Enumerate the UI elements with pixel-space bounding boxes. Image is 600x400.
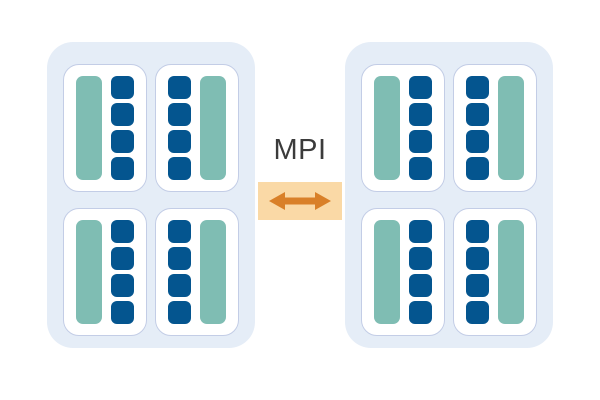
memory-bar <box>200 220 227 324</box>
core-square <box>111 220 135 243</box>
core-stack <box>111 76 135 180</box>
node-card-top-right[interactable] <box>453 64 537 192</box>
core-square <box>409 220 433 243</box>
core-square <box>111 247 135 270</box>
memory-bar <box>75 220 102 324</box>
core-square <box>465 247 489 270</box>
cluster-right[interactable] <box>345 42 553 348</box>
core-square <box>409 76 433 99</box>
memory-bar <box>498 76 525 180</box>
core-square <box>167 103 191 126</box>
core-stack <box>409 220 433 324</box>
core-square <box>465 130 489 153</box>
memory-bar <box>498 220 525 324</box>
node-card-bottom-left[interactable] <box>63 208 147 336</box>
node-card-bottom-left[interactable] <box>361 208 445 336</box>
core-square <box>409 103 433 126</box>
node-card-bottom-right[interactable] <box>155 208 239 336</box>
memory-bar <box>75 76 102 180</box>
core-square <box>409 130 433 153</box>
core-square <box>167 157 191 180</box>
core-stack <box>111 220 135 324</box>
core-square <box>409 247 433 270</box>
node-card-top-right[interactable] <box>155 64 239 192</box>
core-square <box>111 274 135 297</box>
node-card-top-left[interactable] <box>361 64 445 192</box>
double-headed-horizontal-arrow-icon <box>269 192 331 210</box>
core-square <box>465 274 489 297</box>
memory-bar <box>373 220 400 324</box>
core-square <box>111 130 135 153</box>
core-square <box>111 103 135 126</box>
core-square <box>167 220 191 243</box>
node-card-bottom-right[interactable] <box>453 208 537 336</box>
core-stack <box>167 220 191 324</box>
core-square <box>465 220 489 243</box>
core-square <box>465 103 489 126</box>
core-square <box>465 76 489 99</box>
mpi-arrow-box[interactable] <box>258 182 342 220</box>
core-stack <box>409 76 433 180</box>
mpi-label: MPI <box>273 134 327 166</box>
core-square <box>111 157 135 180</box>
core-square <box>167 301 191 324</box>
core-square <box>409 301 433 324</box>
core-square <box>409 157 433 180</box>
core-square <box>167 274 191 297</box>
core-square <box>465 157 489 180</box>
cluster-left[interactable] <box>47 42 255 348</box>
core-stack <box>465 220 489 324</box>
core-stack <box>167 76 191 180</box>
core-square <box>111 76 135 99</box>
core-square <box>167 76 191 99</box>
core-square <box>465 301 489 324</box>
node-card-top-left[interactable] <box>63 64 147 192</box>
memory-bar <box>200 76 227 180</box>
mpi-link: MPI <box>258 128 342 220</box>
core-square <box>111 301 135 324</box>
core-stack <box>465 76 489 180</box>
core-square <box>409 274 433 297</box>
memory-bar <box>373 76 400 180</box>
core-square <box>167 130 191 153</box>
core-square <box>167 247 191 270</box>
